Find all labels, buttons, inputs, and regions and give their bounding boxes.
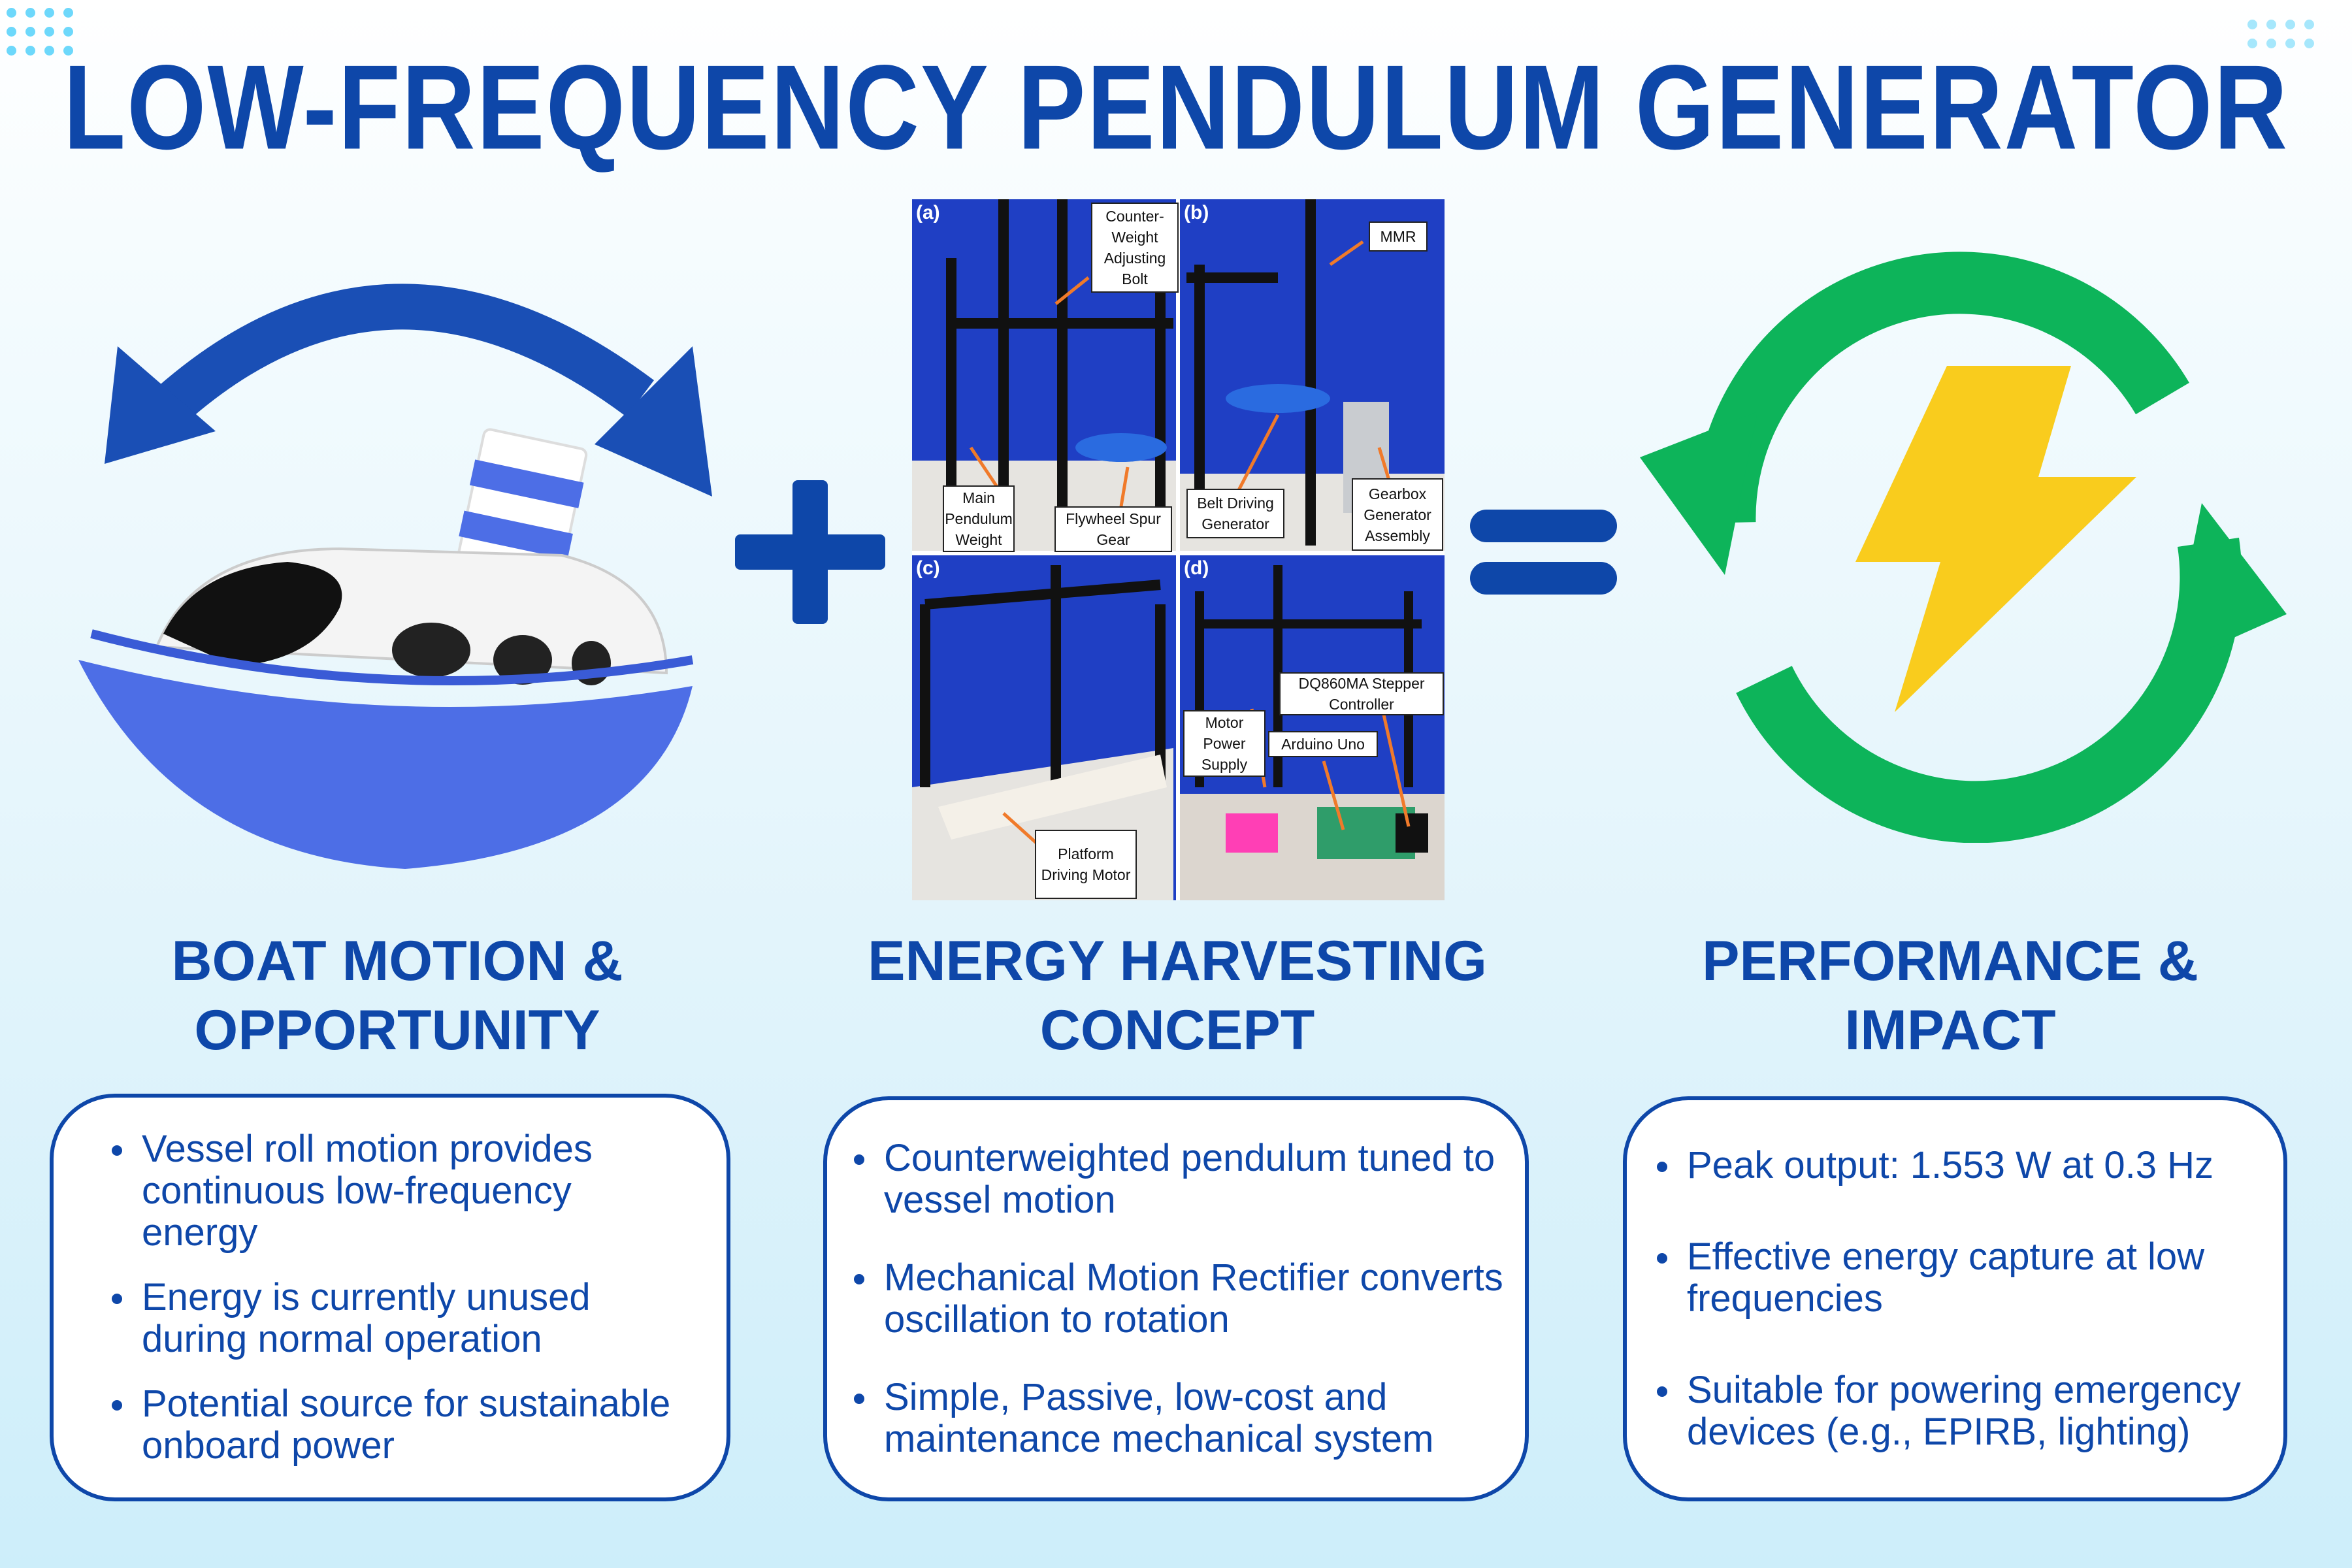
photo-label: Arduino Uno [1268,731,1378,757]
photo-tag-d: (d) [1184,557,1209,579]
recycle-arrows-icon [1640,252,2287,843]
bullet-item: Counterweighted pendulum tuned to vessel… [854,1137,1512,1221]
bullet-item: Effective energy capture at low frequenc… [1657,1236,2270,1320]
photo-label: MMR [1369,221,1428,252]
lightning-bolt-icon [1855,366,2136,712]
plus-icon [735,480,885,624]
photo-d [1180,555,1445,900]
concept-bullet-box: Counterweighted pendulum tuned to vessel… [823,1096,1529,1501]
bullet-item: Potential source for sustainable onboard… [112,1382,694,1467]
page-title: LOW-FREQUENCY PENDULUM GENERATOR [63,41,2289,175]
photo-tag-b: (b) [1184,202,1209,223]
photo-label: Platform Driving Motor [1035,830,1137,899]
equals-icon [1470,510,1617,595]
bullet-item: Simple, Passive, low-cost and maintenanc… [854,1376,1512,1460]
prototype-photo-grid: (a) (b) (c) (d) Counter-Weight Adjusting… [912,199,1445,900]
bullet-item: Mechanical Motion Rectifier converts osc… [854,1256,1512,1341]
section-heading-boat: BOAT MOTION & OPPORTUNITY [171,930,623,1062]
decorative-dots [7,8,74,56]
bullet-item: Energy is currently unused during normal… [112,1276,694,1360]
boat-bullet-box: Vessel roll motion provides continuous l… [50,1094,730,1501]
photo-tag-a: (a) [916,202,940,223]
photo-tag-c: (c) [916,557,940,579]
bullet-item: Vessel roll motion provides continuous l… [112,1128,694,1254]
photo-label: Counter-Weight Adjusting Bolt [1091,203,1179,293]
photo-label: Flywheel Spur Gear [1054,506,1172,552]
photo-label: Main Pendulum Weight [943,485,1015,552]
boat-icon [78,284,712,869]
section-heading-performance: PERFORMANCE & IMPACT [1702,930,2198,1062]
bullet-item: Suitable for powering emergency devices … [1657,1369,2270,1453]
photo-label: Motor Power Supply [1183,710,1266,777]
rocking-arrows-icon [134,284,654,442]
photo-label: DQ860MA Stepper Controller [1279,672,1444,715]
photo-label: Gearbox Generator Assembly [1352,478,1443,551]
performance-bullet-box: Peak output: 1.553 W at 0.3 Hz Effective… [1623,1096,2287,1501]
photo-label: Belt Driving Generator [1186,489,1284,538]
decorative-dots [2247,20,2315,48]
section-heading-concept: ENERGY HARVESTING CONCEPT [868,930,1487,1062]
bullet-item: Peak output: 1.553 W at 0.3 Hz [1657,1145,2270,1186]
